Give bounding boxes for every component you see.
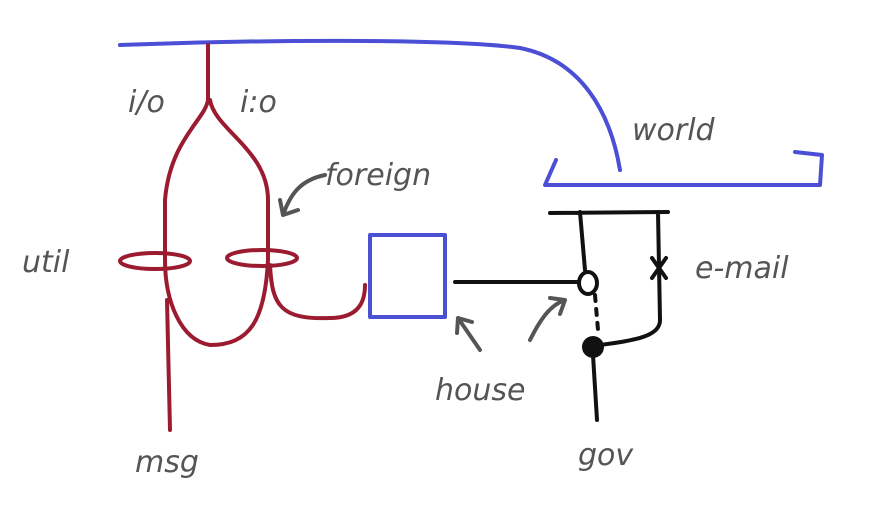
label-house: house (435, 373, 525, 408)
closed-junction (582, 336, 604, 358)
foreign-ring (225, 248, 299, 268)
open-junction (577, 270, 599, 296)
email-cross (650, 256, 668, 280)
frame (548, 210, 670, 347)
util-ring (118, 251, 192, 271)
house-arrow-icon-1 (455, 316, 482, 352)
dashed-link (593, 293, 600, 332)
world-boundary-line (118, 38, 622, 172)
label-foreign: foreign (325, 158, 431, 193)
label-world: world (632, 113, 716, 148)
foreign-arrow-icon (278, 173, 327, 217)
red-trunk-bottom (165, 298, 172, 432)
label-email: e-mail (695, 251, 789, 286)
label-gov: gov (578, 438, 634, 473)
gov-wire (591, 353, 599, 422)
red-trunk-top (163, 43, 270, 347)
label-io-right: i:o (240, 85, 277, 120)
label-util: util (22, 245, 70, 280)
foreign-link (268, 263, 367, 321)
house-arrow-icon-2 (528, 296, 567, 342)
world-bracket (543, 150, 824, 187)
label-io-left: i/o (128, 85, 165, 120)
label-msg: msg (135, 445, 199, 480)
house-box (368, 233, 447, 319)
